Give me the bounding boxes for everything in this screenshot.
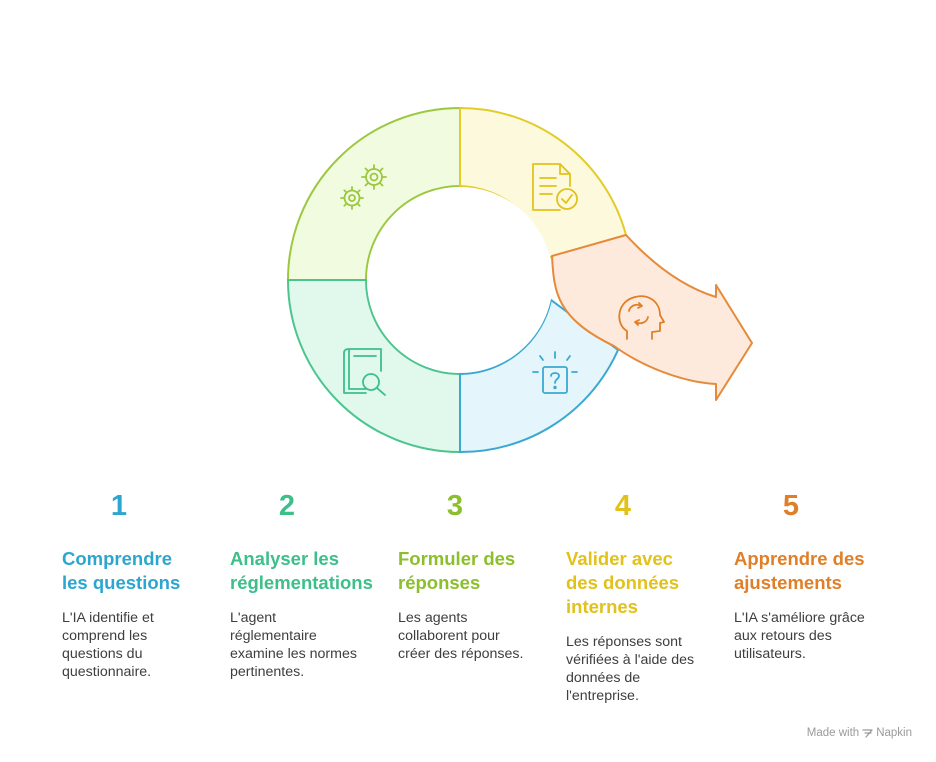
- step-number: 1: [110, 490, 128, 522]
- gears-icon: [340, 164, 387, 210]
- napkin-logo-icon: [862, 728, 873, 738]
- step-title: Formuler des réponses: [398, 548, 516, 593]
- segment-valider: [459, 298, 620, 454]
- step-2: 2 Analyser les réglementations L'agent r…: [230, 488, 392, 681]
- step-4: 4 Valider avec des données internes Les …: [566, 488, 728, 705]
- step-description: L'IA s'améliore grâce aux retours des ut…: [734, 610, 865, 662]
- book-search-icon: [343, 348, 386, 396]
- step-number: 4: [614, 490, 632, 522]
- step-number: 2: [278, 490, 296, 522]
- step-number: 5: [782, 490, 800, 522]
- cycle-diagram: [286, 106, 753, 454]
- napkin-brand-label: Napkin: [876, 727, 912, 739]
- step-number: 3: [446, 490, 464, 522]
- segment-comprendre: [286, 279, 461, 454]
- step-title: Apprendre des ajustements: [734, 548, 865, 593]
- step-title: Comprendre les questions: [62, 548, 181, 593]
- step-description: L'agent réglementaire examine les normes…: [230, 610, 357, 680]
- made-with-napkin[interactable]: Made with Napkin: [807, 727, 912, 739]
- step-5: 5 Apprendre des ajustements L'IA s'améli…: [734, 488, 896, 663]
- segment-analyser: [286, 106, 461, 281]
- document-check-icon: [532, 163, 578, 211]
- step-description: Les réponses sont vérifiées à l'aide des…: [566, 634, 695, 704]
- step-description: Les agents collaborent pour créer des ré…: [398, 610, 524, 662]
- center-hole: [367, 187, 553, 373]
- step-1: 1 Comprendre les questions L'IA identifi…: [62, 488, 224, 681]
- segment-apprendre-arrow: [551, 234, 753, 401]
- step-title: Analyser les réglementations: [230, 548, 373, 593]
- step-title: Valider avec des données internes: [566, 548, 680, 617]
- step-3: 3 Formuler des réponses Les agents colla…: [398, 488, 560, 663]
- question-box-icon: [532, 351, 578, 394]
- step-description: L'IA identifie et comprend les questions…: [62, 610, 154, 680]
- head-cycle-icon: [618, 295, 665, 340]
- made-with-label: Made with: [806, 727, 860, 739]
